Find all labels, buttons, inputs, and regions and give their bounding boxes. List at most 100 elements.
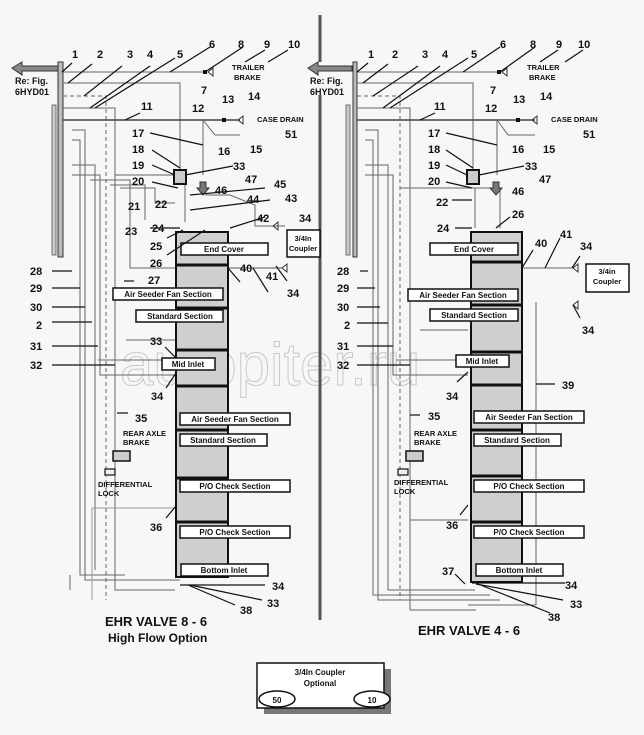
- callout: 34: [299, 213, 312, 225]
- callouts: 1 2 3 4 5 6 7 8 9 10 11 12 13 14 15 16 1…: [337, 39, 595, 624]
- callout: 7: [201, 85, 207, 97]
- callout: 12: [485, 103, 497, 115]
- callout: 5: [177, 49, 183, 61]
- callout: 46: [512, 186, 524, 198]
- coupler-icon: [572, 299, 579, 311]
- legend-left-oval: [258, 690, 296, 708]
- coupler-icon: [572, 262, 579, 274]
- callout: 18: [428, 144, 440, 156]
- callout: 19: [132, 160, 144, 172]
- section-label: Mid Inlet: [466, 357, 499, 366]
- ref-fig-id: 6HYD01: [310, 87, 344, 97]
- callout: 2: [97, 49, 103, 61]
- callout: 38: [548, 612, 560, 624]
- section-label: Standard Section: [147, 312, 213, 321]
- callout: 41: [266, 271, 278, 283]
- section-label: P/O Check Section: [493, 482, 564, 491]
- legend-right-num: 10: [368, 696, 377, 705]
- callout: 30: [30, 302, 42, 314]
- right-diagram: Re: Fig. 6HYD01 TRAILER BRAKE: [307, 39, 630, 638]
- section-label: Standard Section: [484, 436, 550, 445]
- callout: 6: [209, 39, 215, 51]
- callout: 20: [428, 176, 440, 188]
- section-label: Air Seeder Fan Section: [124, 290, 212, 299]
- callouts: 1 2 3 4 5 6 7 8 9 10 11 12 13 14 15 16 1…: [30, 39, 312, 617]
- callout: 3: [127, 49, 133, 61]
- rear-axle-brake-component: [112, 450, 131, 462]
- trailer-brake-label-2: BRAKE: [529, 73, 556, 82]
- callout: 31: [337, 341, 349, 353]
- section-label: Mid Inlet: [172, 360, 205, 369]
- coupler-legend: 3/4In Coupler Optional 50 10: [256, 662, 391, 714]
- callout: 26: [512, 209, 524, 221]
- callout: 1: [72, 49, 78, 61]
- section-label: Standard Section: [190, 436, 256, 445]
- section-boxes: End Cover Air Seeder Fan Section Standar…: [407, 242, 585, 577]
- callout: 33: [150, 336, 162, 348]
- trailer-brake-label: TRAILER: [232, 63, 265, 72]
- callout: 45: [274, 179, 286, 191]
- section-boxes: End Cover Air Seeder Fan Section Standar…: [112, 242, 291, 577]
- callout: 14: [248, 91, 261, 103]
- solenoid-valve: [466, 169, 480, 185]
- callout: 5: [471, 49, 477, 61]
- section-label: Standard Section: [441, 311, 507, 320]
- section-label: P/O Check Section: [493, 528, 564, 537]
- callout: 3: [422, 49, 428, 61]
- callout: 35: [135, 413, 147, 425]
- section-label: P/O Check Section: [199, 482, 270, 491]
- ref-fig-label: Re: Fig.: [310, 76, 343, 86]
- callout: 34: [580, 241, 593, 253]
- callout: 37: [442, 566, 454, 578]
- callout: 33: [233, 161, 245, 173]
- left-diagram: Re: Fig. 6HYD01: [11, 39, 321, 645]
- callout: 25: [150, 241, 162, 253]
- callout: 8: [238, 39, 244, 51]
- callout: 15: [543, 144, 555, 156]
- callout: 36: [150, 522, 162, 534]
- callout: 46: [215, 185, 227, 197]
- callout: 8: [530, 39, 536, 51]
- callout: 11: [434, 101, 446, 113]
- rear-axle-brake-label: REAR AXLE: [123, 429, 166, 438]
- callout: 2: [392, 49, 398, 61]
- callout: 39: [562, 380, 574, 392]
- callout: 2: [36, 320, 42, 332]
- flow-arrow-icon: [195, 181, 211, 196]
- coupler-label: 3/4In: [294, 234, 312, 243]
- callout: 16: [218, 146, 230, 158]
- callout: 26: [150, 258, 162, 270]
- solenoid-valve: [173, 169, 187, 185]
- trailer-brake-label: TRAILER: [527, 63, 560, 72]
- callout: 51: [583, 129, 595, 141]
- callout: 34: [582, 325, 595, 337]
- diff-lock-component: [104, 468, 116, 476]
- case-drain-coupler-icon: [531, 114, 538, 126]
- section-label: Air Seeder Fan Section: [191, 415, 279, 424]
- callout: 24: [152, 223, 165, 235]
- coupler-label: 3/4in: [598, 267, 616, 276]
- coupler-box: [585, 263, 630, 293]
- callout: 28: [337, 266, 349, 278]
- coupler-icon: [281, 262, 288, 274]
- right-title: EHR VALVE 4 - 6: [418, 623, 520, 638]
- callout: 6: [500, 39, 506, 51]
- callout: 34: [287, 288, 300, 300]
- left-title: EHR VALVE 8 - 6: [105, 614, 207, 629]
- callout: 43: [285, 193, 297, 205]
- callout: 44: [247, 194, 260, 206]
- callout: 22: [155, 199, 167, 211]
- case-drain-label: CASE DRAIN: [551, 115, 598, 124]
- callout: 17: [132, 128, 144, 140]
- callout: 10: [288, 39, 300, 51]
- coupler-label-2: Coupler: [593, 277, 621, 286]
- callout: 1: [368, 49, 374, 61]
- callout: 20: [132, 176, 144, 188]
- callout: 42: [257, 213, 269, 225]
- callout: 21: [128, 201, 140, 213]
- legend-right-oval: [353, 690, 391, 708]
- callout: 14: [540, 91, 553, 103]
- main-rail: [352, 61, 358, 258]
- callout: 31: [30, 341, 42, 353]
